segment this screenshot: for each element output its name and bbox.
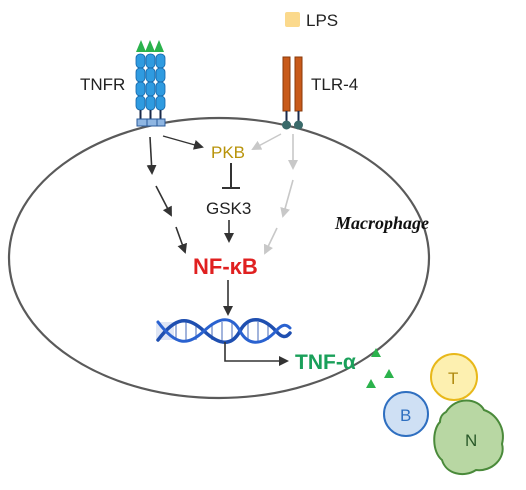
gsk3-label: GSK3 [206, 199, 251, 218]
pkb-label: PKB [211, 143, 245, 162]
lps-label: LPS [306, 11, 338, 30]
nfkb-label: NF-κB [193, 254, 258, 279]
tnfr-label: TNFR [80, 75, 125, 94]
tnfr-receptor-icon [135, 40, 166, 127]
macrophage-membrane [7, 116, 431, 400]
arrow-tlr4-down-2 [280, 179, 294, 218]
n-cell-icon [433, 399, 504, 476]
tnfa-secreted-icon [366, 379, 376, 388]
b-cell-label: B [400, 406, 411, 425]
arrow-tlr4-to-pkb [251, 133, 282, 150]
t-cell-icon [430, 353, 478, 401]
arrow-tlr4-to-nfkb [263, 227, 278, 255]
arrow-tnfr-down-2 [155, 185, 172, 217]
tlr4-receptor-icon [282, 56, 303, 130]
n-cell-label: N [465, 431, 477, 450]
macrophage-label: Macrophage [334, 213, 429, 233]
lps-square-icon [285, 12, 300, 27]
arrow-tnfr-down-1 [146, 136, 157, 175]
tnfa-secreted-icon [384, 369, 394, 378]
t-cell-label: T [448, 369, 458, 388]
arrow-tnfr-to-pkb [162, 135, 204, 150]
dna-helix-icon [156, 318, 292, 344]
tlr4-label: TLR-4 [311, 75, 358, 94]
arrow-tnfr-to-nfkb [175, 226, 187, 254]
b-cell-icon [383, 391, 429, 437]
tnfa-secreted-icon [371, 348, 381, 357]
tnfa-label: TNF-α [295, 351, 356, 374]
arrow-dna-to-tnfa [224, 342, 289, 366]
